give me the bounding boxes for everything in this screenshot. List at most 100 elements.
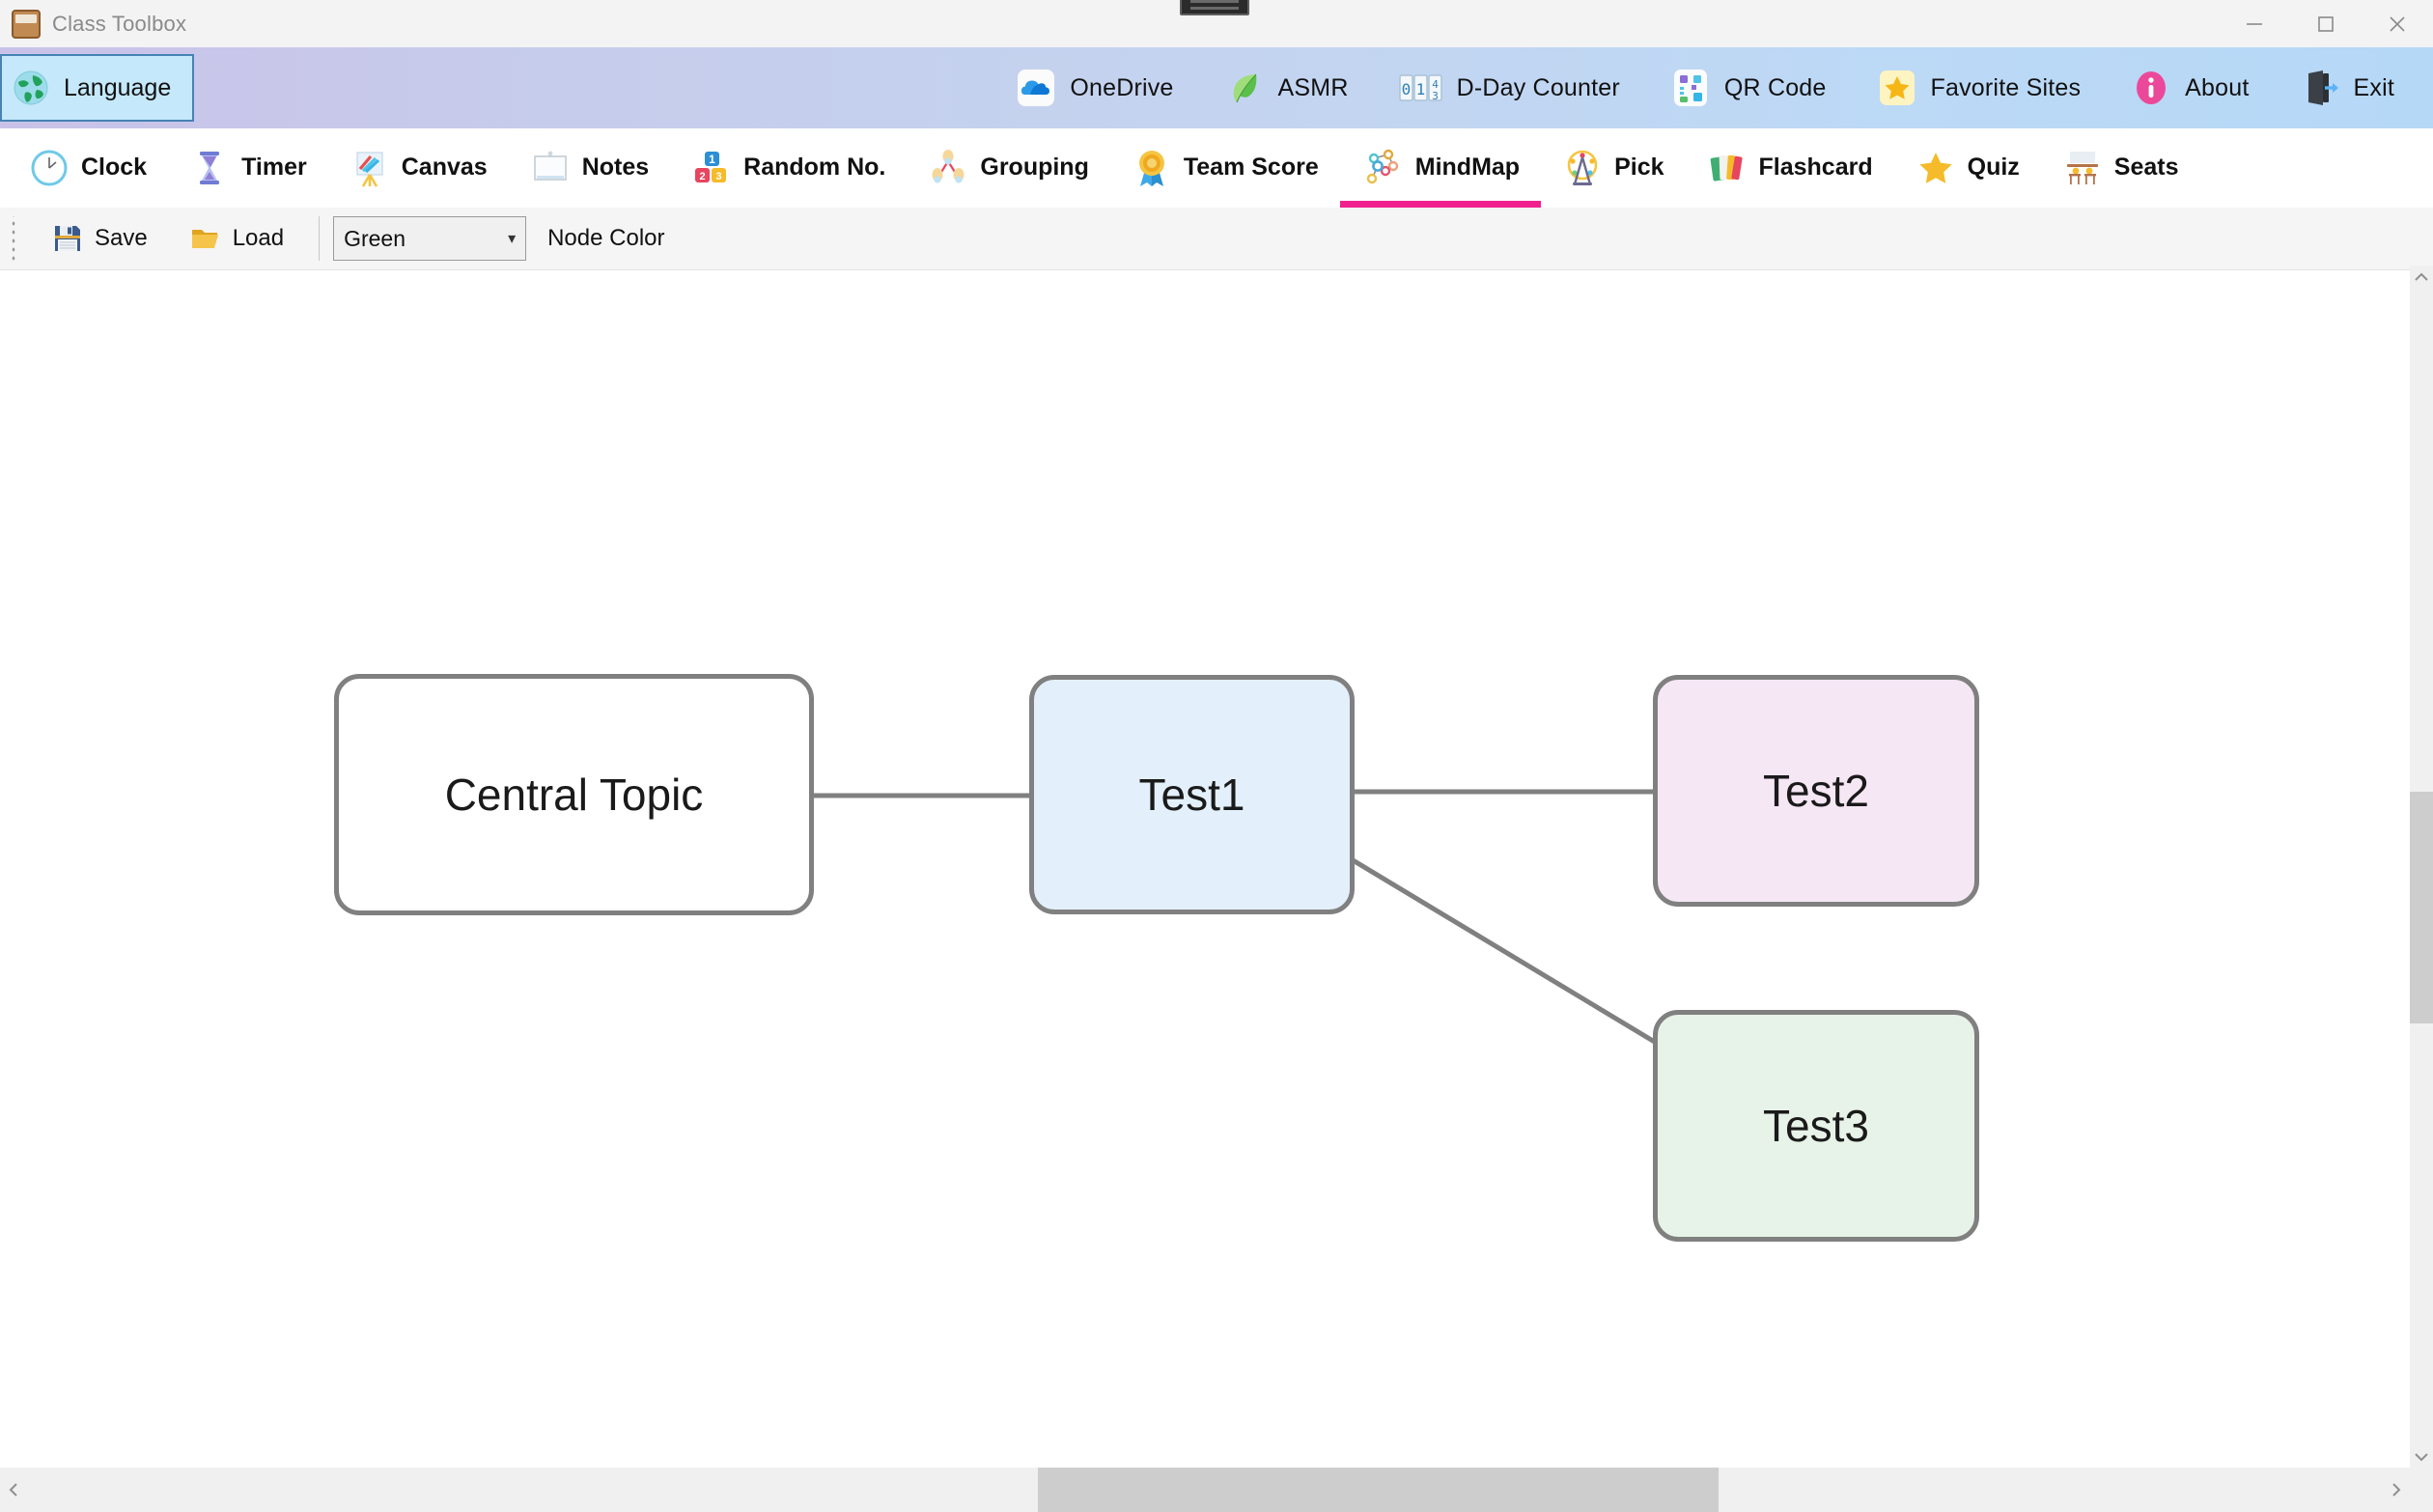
node-color-label: Node Color [547,225,665,251]
tab-label: Team Score [1183,154,1319,181]
save-button[interactable]: Save [31,211,169,266]
toolbar-grip[interactable] [6,216,23,261]
svg-text:0: 0 [1401,80,1411,98]
easel-icon [350,148,390,188]
tab-underline [670,201,907,208]
svg-text:3: 3 [716,171,722,182]
load-button-label: Load [232,225,285,251]
mindmap-canvas[interactable]: Central Topic Test1 Test2 Test3 [0,271,2410,1469]
utility-item-label: OneDrive [1070,73,1174,101]
utility-item-favorite-sites[interactable]: Favorite Sites [1852,47,2107,128]
edge-test1-test3 [1348,855,1660,1047]
people-group-icon [928,148,968,188]
whiteboard-icon [530,148,571,188]
tab-underline [509,201,670,208]
save-button-label: Save [95,225,148,251]
chevron-left-icon[interactable] [0,1468,27,1512]
tab-seats[interactable]: Seats [2041,128,2200,208]
star-icon [1916,148,1956,188]
tab-label: Notes [581,154,650,181]
chevron-right-icon[interactable] [2383,1468,2410,1512]
tab-timer[interactable]: Timer [168,128,328,208]
tab-clock[interactable]: Clock [8,128,168,208]
language-button-label: Language [64,73,172,101]
svg-text:2: 2 [700,171,706,182]
toolbar-separator [319,216,321,261]
tab-team-score[interactable]: Team Score [1110,128,1340,208]
mindmap-node-test3[interactable]: Test3 [1653,1010,1979,1242]
horizontal-scrollbar-thumb[interactable] [1038,1468,1719,1512]
utility-items: OneDrive ASMR 0 1 4 [991,47,2433,128]
tab-underline [1686,201,1894,208]
utility-item-dday-counter[interactable]: 0 1 4 3 D-Day Counter [1374,47,1645,128]
tab-flashcard[interactable]: Flashcard [1686,128,1894,208]
tab-pick[interactable]: Pick [1541,128,1685,208]
tab-label: Timer [241,154,307,181]
tab-mindmap[interactable]: MindMap [1339,128,1542,208]
utility-item-asmr[interactable]: ASMR [1199,47,1374,128]
utility-item-about[interactable]: About [2106,47,2274,128]
tab-label: Random No. [743,154,886,181]
mindmap-toolbar: Save Load Green ▾ Node Color [0,208,2433,270]
window-title: Class Toolbox [52,11,187,36]
counter-digits-icon: 0 1 4 3 [1398,71,1443,104]
window-controls [2219,0,2433,47]
tab-random-no[interactable]: 1 2 3 Random No. [670,128,907,208]
tab-underline [2041,201,2200,208]
tab-grouping[interactable]: Grouping [907,128,1109,208]
tab-underline [1894,201,2041,208]
language-button[interactable]: Language [0,54,195,122]
tab-canvas[interactable]: Canvas [328,128,509,208]
info-circle-icon [2131,68,2171,108]
maximize-icon[interactable] [2290,0,2362,47]
tab-underline [168,201,328,208]
clock-icon [29,148,70,188]
load-button[interactable]: Load [169,211,305,266]
award-ribbon-icon [1132,148,1172,188]
number-blocks-icon: 1 2 3 [691,148,732,188]
utility-item-label: Exit [2353,73,2394,101]
utility-bar: Language OneDrive ASMR [0,47,2433,128]
utility-item-onedrive[interactable]: OneDrive [991,47,1198,128]
tab-underline-active [1339,200,1542,208]
utility-item-exit[interactable]: Exit [2275,47,2419,128]
chevron-down-icon[interactable] [2410,1445,2433,1469]
tab-label: Clock [81,154,148,181]
mindmap-node-label: Central Topic [444,770,704,820]
tab-underline [8,201,168,208]
tab-label: Flashcard [1758,154,1873,181]
utility-item-label: Favorite Sites [1930,73,2082,101]
close-icon[interactable] [2362,0,2433,47]
chevron-up-icon[interactable] [2410,266,2433,289]
tab-quiz[interactable]: Quiz [1894,128,2041,208]
utility-item-label: D-Day Counter [1456,73,1620,101]
tab-underline [1541,201,1685,208]
horizontal-scrollbar[interactable] [0,1468,2433,1512]
minimize-icon[interactable] [2219,0,2290,47]
flashcards-icon [1707,148,1748,188]
utility-item-label: QR Code [1723,73,1827,101]
floating-toolbar-handle[interactable] [1180,0,1249,15]
tab-notes[interactable]: Notes [509,128,670,208]
tab-underline [907,201,1109,208]
utility-item-qr-code[interactable]: QR Code [1645,47,1852,128]
mindmap-nodes-icon [1361,147,1404,189]
tab-label: MindMap [1414,154,1521,181]
mindmap-node-label: Test1 [1138,770,1245,820]
floppy-disk-icon [52,223,83,254]
node-color-select[interactable]: Green ▾ [333,216,527,261]
tab-label: Seats [2113,154,2179,181]
ferris-wheel-icon [1562,148,1603,188]
utility-item-label: ASMR [1277,73,1349,101]
mindmap-node-test2[interactable]: Test2 [1653,675,1979,907]
vertical-scrollbar-thumb[interactable] [2410,792,2433,1023]
vertical-scrollbar[interactable] [2410,266,2433,1469]
tab-underline [328,201,509,208]
node-color-select-value: Green [344,225,406,251]
svg-text:4: 4 [1432,78,1439,91]
mindmap-node-test1[interactable]: Test1 [1029,675,1355,914]
exit-door-icon [2300,68,2340,108]
tab-label: Pick [1614,154,1664,181]
mindmap-node-central[interactable]: Central Topic [334,674,814,915]
qr-code-icon [1670,68,1711,108]
